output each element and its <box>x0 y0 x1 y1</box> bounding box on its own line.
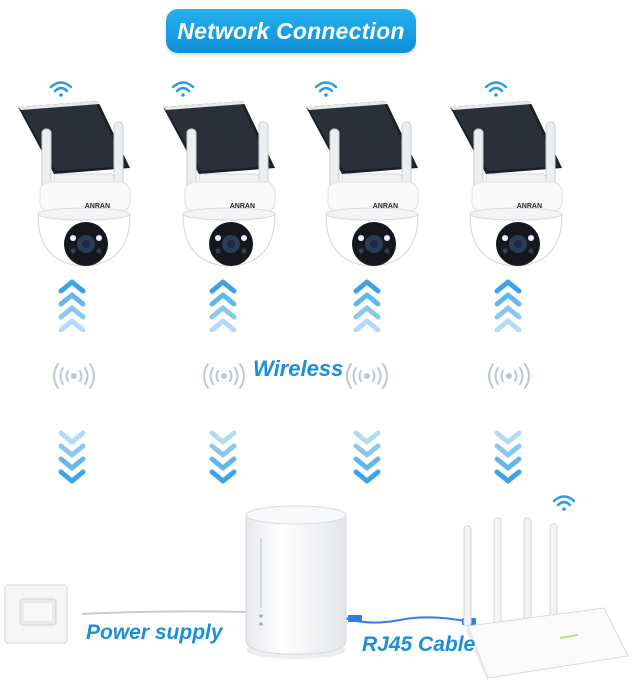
down-arrows-icon <box>208 430 238 485</box>
wifi-signal-icon <box>484 81 508 97</box>
svg-text:ANRAN: ANRAN <box>230 203 255 210</box>
wifi-signal-icon <box>314 81 338 97</box>
up-arrows-icon <box>493 277 523 332</box>
wireless-wave-icon <box>488 363 530 389</box>
wireless-wave-icon <box>346 363 388 389</box>
down-arrows-icon <box>352 430 382 485</box>
rj45-cable-label: RJ45 Cable <box>362 633 476 656</box>
solar-camera-4: ANRAN <box>450 74 580 274</box>
up-arrows-icon <box>208 277 238 332</box>
wifi-signal-icon <box>49 81 73 97</box>
title-banner: Network Connection <box>166 9 416 53</box>
up-arrows-icon <box>352 277 382 332</box>
power-adapter-illustration <box>4 584 68 644</box>
power-supply-label: Power supply <box>86 621 223 644</box>
svg-text:ANRAN: ANRAN <box>85 203 110 210</box>
up-arrows-icon <box>57 277 87 332</box>
router-illustration <box>463 495 629 682</box>
wireless-wave-icon <box>203 363 245 389</box>
wireless-wave-icon <box>53 363 95 389</box>
solar-camera-3: ANRAN <box>306 74 436 274</box>
down-arrows-icon <box>493 430 523 485</box>
wireless-label: Wireless <box>253 356 344 381</box>
svg-text:ANRAN: ANRAN <box>517 203 542 210</box>
svg-text:ANRAN: ANRAN <box>373 203 398 210</box>
camera-illustration: ANRAN <box>450 81 563 267</box>
camera-illustration: ANRAN <box>18 81 131 267</box>
wifi-signal-icon <box>552 495 576 511</box>
solar-camera-1: ANRAN <box>18 74 148 274</box>
camera-illustration: ANRAN <box>306 81 419 267</box>
solar-camera-2: ANRAN <box>163 74 293 274</box>
down-arrows-icon <box>57 430 87 485</box>
camera-illustration: ANRAN <box>163 81 276 267</box>
page-title: Network Connection <box>177 17 405 44</box>
base-station-illustration <box>245 505 347 659</box>
wifi-signal-icon <box>171 81 195 97</box>
